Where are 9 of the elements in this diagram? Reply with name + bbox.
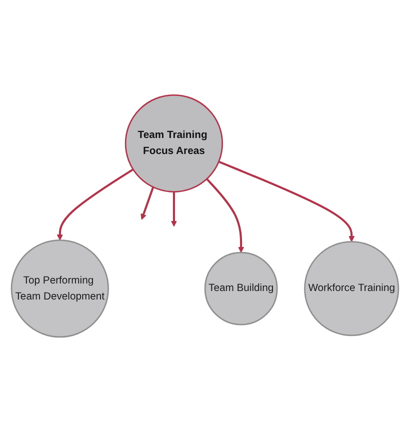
arrow xyxy=(206,178,244,253)
node-circle: Workforce Training xyxy=(304,241,400,336)
arrow xyxy=(140,186,154,220)
node-circle: Top Performing Team Development xyxy=(10,240,109,338)
node-circle: Team Building xyxy=(204,252,278,326)
arrow xyxy=(56,168,134,240)
node-circle: Team Training Focus Areas xyxy=(124,94,224,192)
arrow xyxy=(218,160,355,242)
arrow xyxy=(170,192,177,227)
